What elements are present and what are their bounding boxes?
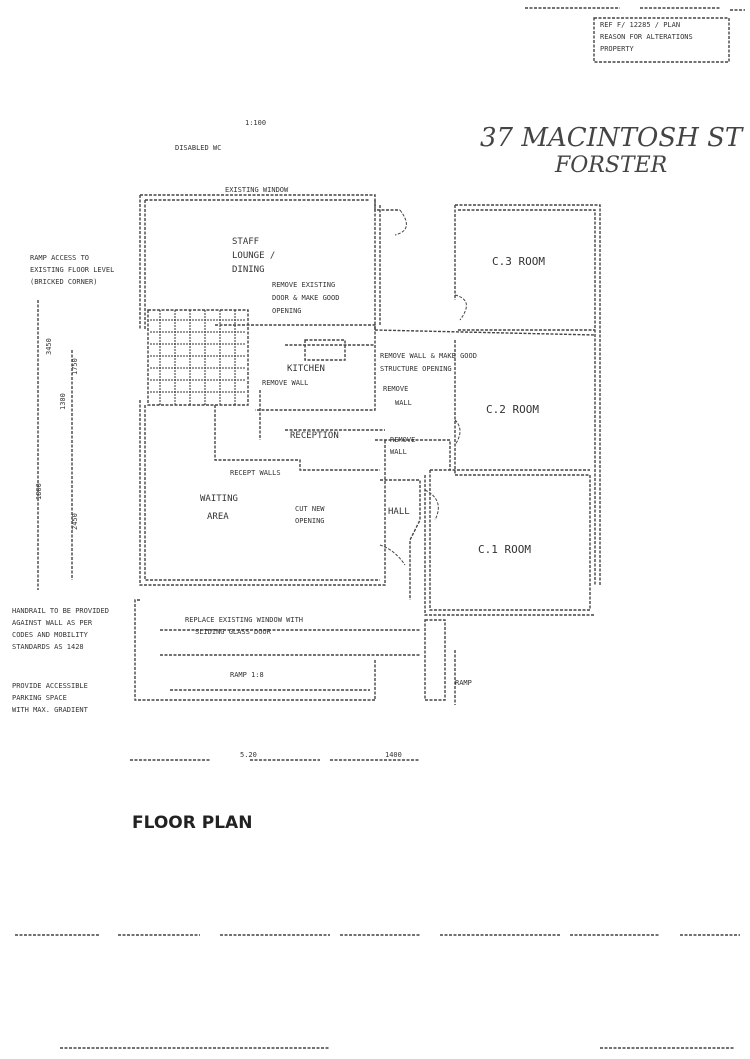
handrail-note-3: CODES AND MOBILITY — [12, 631, 88, 639]
reception-walls-label: RECEPT WALLS — [230, 469, 281, 477]
remove-label: REMOVE — [383, 385, 409, 393]
waiting-label: WAITING — [200, 494, 238, 504]
opening-label: OPENING — [272, 307, 302, 315]
vertical-dim-2: 1300 — [59, 393, 67, 410]
hall-label: HALL — [388, 507, 410, 517]
door-frame-label: DOOR & MAKE GOOD — [272, 294, 340, 302]
window-top-label: EXISTING WINDOW — [225, 186, 289, 194]
dining-label: DINING — [232, 265, 265, 275]
address-town: FORSTER — [555, 153, 668, 178]
cut-new-label: CUT NEW — [295, 505, 325, 513]
remove-wall-right-label: REMOVE WALL & MAKE GOOD — [380, 352, 477, 360]
scale-value: 1:100 — [245, 119, 267, 127]
staff-label: STAFF — [232, 237, 260, 247]
accessible-note-1: PROVIDE ACCESSIBLE — [12, 682, 88, 690]
bottom-dim-2: 1400 — [385, 751, 402, 759]
vertical-dim-1: 3450 — [45, 338, 53, 355]
vertical-dim-3: 1750 — [71, 358, 79, 375]
remove-wall-left-label: REMOVE WALL — [262, 379, 309, 387]
accessible-note-2: PARKING SPACE — [12, 694, 67, 702]
vertical-dim-4: 2450 — [71, 513, 79, 530]
handrail-note-2: AGAINST WALL AS PER — [12, 619, 93, 627]
ramp-note-1: RAMP ACCESS TO — [30, 254, 90, 262]
bottom-dim-1: 5.20 — [240, 751, 257, 759]
wall-label: WALL — [395, 399, 412, 407]
remove-small-label: REMOVE — [390, 436, 416, 444]
ramp2-label: RAMP — [455, 679, 472, 687]
handrail-note-1: HANDRAIL TO BE PROVIDED — [12, 607, 109, 615]
c3-room-label: C.3 ROOM — [492, 255, 545, 268]
vertical-dim-5: 1800 — [35, 483, 43, 500]
handrail-note-4: STANDARDS AS 1428 — [12, 643, 84, 651]
stamp-line-3: PROPERTY — [600, 45, 634, 53]
accessible-note-3: WITH MAX. GRADIENT — [12, 706, 88, 714]
lounge-label: LOUNGE / — [232, 251, 276, 261]
wall-small-label: WALL — [390, 448, 407, 456]
stamp-line-2: REASON FOR ALTERATIONS — [600, 33, 693, 41]
floor-plan-title: FLOOR PLAN — [132, 813, 253, 833]
address-street: 37 MACINTOSH ST — [480, 123, 743, 153]
opening2-label: OPENING — [295, 517, 325, 525]
ramp-note-3: (BRICKED CORNER) — [30, 278, 98, 286]
scale-caption: DISABLED WC — [175, 144, 222, 152]
structure-opening-label: STRUCTURE OPENING — [380, 365, 452, 373]
stamp-line-1: REF F/ 12285 / PLAN — [600, 21, 681, 29]
ramp-label: RAMP 1:8 — [230, 671, 264, 679]
c2-room-label: C.2 ROOM — [486, 403, 539, 416]
replace-existing-label: REPLACE EXISTING WINDOW WITH — [185, 616, 304, 624]
sliding-glass-label: SLIDING GLASS DOOR — [195, 628, 271, 636]
kitchen-label: KITCHEN — [287, 364, 325, 374]
ramp-note-2: EXISTING FLOOR LEVEL — [30, 266, 115, 274]
area-label: AREA — [207, 512, 229, 522]
remove-existing-label: REMOVE EXISTING — [272, 281, 336, 289]
reception-label: RECEPTION — [290, 431, 339, 441]
c1-room-label: C.1 ROOM — [478, 543, 531, 556]
